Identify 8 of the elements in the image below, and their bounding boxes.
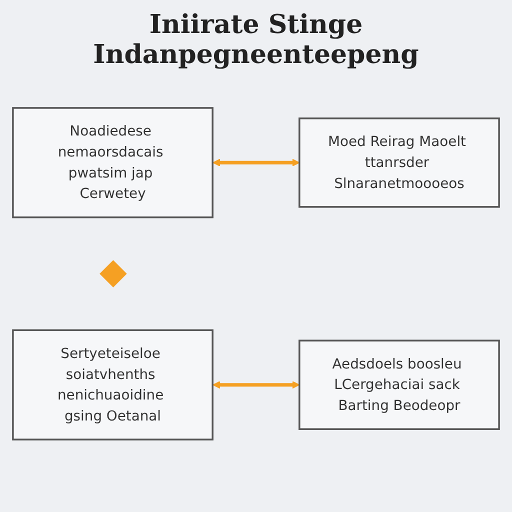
arrow [212,159,300,167]
node-box: Noadiedese nemaorsdacais pwatsim jap Cerwetey [12,107,214,218]
diagram-title: Iniirate Stinge Indanpegneenteepeng [92,10,420,70]
node-box: Moed Reirag Maoelt ttanrsder Slnaranetmoooeos [298,118,500,208]
node-box: Sertyeteiseloe soiatvhenths nenichuaoidine gsing Oetanal [12,330,214,441]
node-box: Aedsdoels boosleu LCergehaciai sack Barting Beodeopr [298,340,500,430]
node-diamond [100,260,127,288]
arrow [212,381,300,389]
